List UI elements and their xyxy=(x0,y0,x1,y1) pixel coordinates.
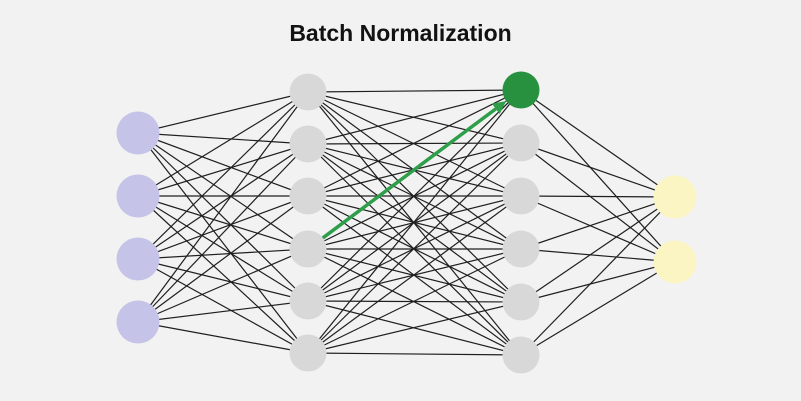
hidden-node-2 xyxy=(502,124,540,162)
edge-line xyxy=(520,89,676,263)
edge-line xyxy=(137,91,309,197)
edge-line xyxy=(137,195,309,323)
hidden-node-6 xyxy=(502,336,540,374)
edge-line xyxy=(520,261,676,303)
edge-line xyxy=(137,258,309,302)
output-layer xyxy=(653,175,697,284)
edge-line xyxy=(520,142,676,198)
edge-line xyxy=(137,132,309,250)
hidden-node-3 xyxy=(289,177,327,215)
hidden-node-3 xyxy=(502,177,540,215)
edge-line xyxy=(137,143,309,260)
edge-line xyxy=(137,321,309,354)
edge-line xyxy=(520,248,676,263)
edge-line xyxy=(307,89,522,93)
edge-line xyxy=(137,195,309,250)
edge-line xyxy=(137,195,309,354)
edge-line xyxy=(137,143,309,323)
edge-line xyxy=(137,91,309,134)
edge-line xyxy=(137,143,309,197)
edge-line xyxy=(307,301,522,354)
input-node-2 xyxy=(116,174,160,218)
highlight-arrow-head-icon xyxy=(491,101,507,115)
edge-line xyxy=(307,248,522,354)
edge-line xyxy=(307,352,522,356)
input-node-1 xyxy=(116,111,160,155)
hidden-node-1 xyxy=(289,73,327,111)
edge-line xyxy=(137,91,309,260)
hidden-node-5 xyxy=(502,283,540,321)
edge-line xyxy=(307,89,522,302)
hidden-node-4 xyxy=(502,230,540,268)
edge-line xyxy=(137,248,309,260)
edge-line xyxy=(520,196,676,250)
edge-line xyxy=(137,300,309,323)
hidden-layer-1 xyxy=(289,73,327,372)
input-layer xyxy=(116,111,160,344)
edge-line xyxy=(137,132,309,197)
hidden-node-2 xyxy=(289,125,327,163)
input-node-4 xyxy=(116,300,160,344)
edge-line xyxy=(520,195,676,198)
input-node-3 xyxy=(116,237,160,281)
edge-line xyxy=(307,89,522,354)
highlight-arrow xyxy=(321,101,507,240)
edge-line xyxy=(137,248,309,323)
edge-line xyxy=(137,132,309,145)
hidden-layer-2 xyxy=(502,71,540,374)
connection-lines xyxy=(137,89,676,356)
diagram-title: Batch Normalization xyxy=(289,20,512,46)
edge-line xyxy=(520,195,676,263)
hidden-node-5 xyxy=(289,282,327,320)
output-node-2 xyxy=(653,240,697,284)
edge-line xyxy=(520,142,676,263)
edge-line xyxy=(307,195,522,354)
edge-line xyxy=(520,261,676,356)
edge-line xyxy=(307,142,522,354)
edge-line xyxy=(137,132,309,354)
edge-line xyxy=(137,195,309,260)
edge-line xyxy=(307,89,522,197)
edge-line xyxy=(137,258,309,354)
edge-line xyxy=(520,196,676,303)
highlight-arrow-shaft xyxy=(321,107,497,240)
hidden-node-6 xyxy=(289,334,327,372)
output-node-1 xyxy=(653,175,697,219)
hidden-node-4 xyxy=(289,230,327,268)
edge-line xyxy=(307,89,522,145)
edge-line xyxy=(520,89,676,198)
highlighted-hidden-node-1 xyxy=(502,71,540,109)
edge-line xyxy=(137,91,309,323)
edge-line xyxy=(137,132,309,302)
edge-line xyxy=(137,195,309,302)
edge-line xyxy=(520,196,676,356)
